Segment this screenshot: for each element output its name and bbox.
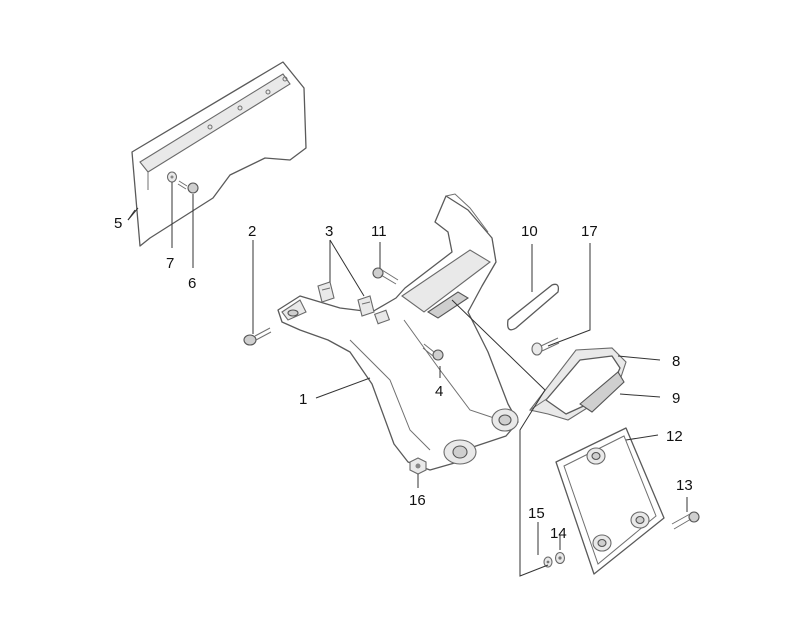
callout-5: 5 (114, 215, 122, 232)
washer-7 (166, 171, 178, 183)
callout-6: 6 (188, 275, 196, 292)
callout-12: 12 (666, 428, 683, 445)
callout-labels: 1 2 3 4 5 6 7 8 9 10 11 12 13 14 15 16 1… (114, 215, 693, 542)
reflector-strip-10 (507, 283, 560, 331)
rear-light (529, 347, 627, 421)
mud-flap (131, 61, 307, 247)
callout-14: 14 (550, 525, 567, 542)
callout-7: 7 (166, 255, 174, 272)
callout-17: 17 (581, 223, 598, 240)
callout-11: 11 (371, 223, 387, 240)
callout-16: 16 (409, 492, 426, 509)
pin-17 (531, 337, 560, 356)
screw-6 (177, 180, 199, 194)
nut-16 (409, 457, 427, 475)
washer-14 (554, 551, 566, 565)
license-plate-holder-12 (555, 427, 665, 575)
callout-15: 15 (528, 505, 545, 522)
clip-3b (357, 295, 375, 317)
callout-4: 4 (435, 383, 443, 400)
washer-15 (543, 556, 553, 568)
callout-3: 3 (325, 223, 333, 240)
screw-11 (372, 267, 399, 285)
screw-2 (243, 327, 272, 346)
callout-8: 8 (672, 353, 680, 370)
callout-2: 2 (248, 223, 256, 240)
callout-1: 1 (299, 391, 307, 408)
rear-fender-body (277, 193, 519, 471)
screw-4 (422, 343, 444, 361)
callout-10: 10 (521, 223, 538, 240)
clip-3a (317, 281, 335, 303)
leader-lines (127, 182, 688, 577)
screw-13 (671, 511, 700, 530)
callout-9: 9 (672, 390, 680, 407)
callout-13: 13 (676, 477, 693, 494)
